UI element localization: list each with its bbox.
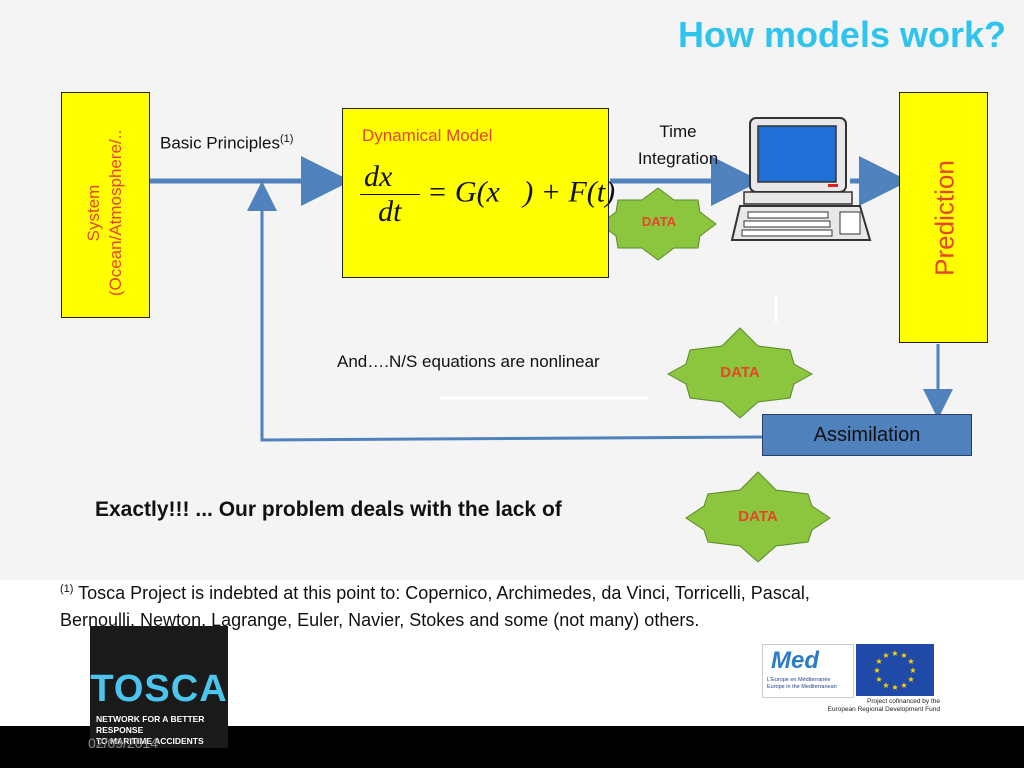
svg-text:★: ★ [875,657,882,666]
basic-principles-text: Basic Principles [160,133,280,153]
eu-caption-line1: Project cofinanced by the [867,698,940,705]
tosca-logo: TOSCA NETWORK FOR A BETTER RESPONSE TO M… [90,626,228,748]
system-box: System (Ocean/Atmosphere/.. [61,92,150,318]
system-label: System (Ocean/Atmosphere/.. [83,100,127,326]
med-logo-subtitle: L'Europe en Méditerranée Europe in the M… [767,677,837,691]
eu-flag: ★★★ ★★★ ★★★ ★★★ [856,644,934,696]
assimilation-box: Assimilation [762,414,972,456]
equation-fraction: dx⃗ dt [360,160,420,229]
equation-rhs: = G(x⃗) + F(t) [427,175,616,209]
svg-text:★: ★ [882,681,889,690]
system-title: System [84,184,103,242]
dynamical-model-box [342,108,609,278]
tosca-logo-subtitle: NETWORK FOR A BETTER RESPONSE TO MARITIM… [96,714,226,747]
nonlinear-label: And….N/S equations are nonlinear [337,352,600,371]
tosca-logo-word: TOSCA [90,668,228,710]
system-subtitle: (Ocean/Atmosphere/.. [106,129,125,297]
tosca-sub-line1: NETWORK FOR A BETTER RESPONSE [96,714,205,735]
svg-text:★: ★ [907,657,914,666]
svg-text:★: ★ [891,683,898,692]
diagram-panel [0,0,1024,580]
prediction-label: Prediction [929,160,960,276]
eu-caption: Project cofinanced by the European Regio… [810,698,940,714]
svg-text:★: ★ [900,681,907,690]
time-integration-line1: Time [659,122,697,141]
prediction-box: Prediction [899,92,988,343]
med-sub-line2: Europe in the Mediterranean [767,684,837,690]
time-integration-line2: Integration [637,149,719,168]
data-label-2: DATA [720,364,760,381]
svg-text:★: ★ [882,651,889,660]
equation-denominator: dt [378,195,402,228]
slide-title: How models work? [677,14,1006,55]
svg-text:★: ★ [909,666,916,675]
time-integration-label: Time Integration [626,118,730,172]
model-equation: dx⃗ dt = G(x⃗) + F(t) [360,160,615,229]
med-sub-line1: L'Europe en Méditerranée [767,677,831,683]
equation-numerator: dx⃗ [360,160,420,195]
computer-icon [730,117,872,241]
footnote-line2: Bernoulli, Newton, Lagrange, Euler, Navi… [60,610,700,630]
footnote-ref: (1) [60,583,74,595]
connector-layer [150,117,953,563]
data-star-2 [666,327,814,419]
tosca-sub-line2: TO MARITIME ACCIDENTS [96,736,204,746]
data-star-1 [599,187,717,261]
svg-text:★: ★ [875,675,882,684]
basic-principles-ref: (1) [280,133,294,145]
footnote-line1: Tosca Project is indebted at this point … [73,583,810,603]
med-logo: Med L'Europe en Méditerranée Europe in t… [762,644,854,698]
svg-text:★: ★ [891,649,898,658]
dynamical-model-title: Dynamical Model [362,126,493,145]
data-label-1: DATA [641,214,677,229]
feedback-line [247,181,763,442]
eu-caption-line2: European Regional Development Fund [827,706,940,713]
svg-text:★: ★ [907,675,914,684]
data-star-3 [685,471,831,563]
svg-text:★: ★ [873,666,880,675]
svg-text:★: ★ [900,651,907,660]
exactly-statement: Exactly!!! ... Our problem deals with th… [95,498,562,521]
eu-stars-icon: ★★★ ★★★ ★★★ ★★★ [873,649,916,692]
basic-principles-label: Basic Principles(1) [160,133,293,154]
med-logo-word: Med [771,647,819,674]
footnote: (1) Tosca Project is indebted at this po… [60,576,960,634]
data-label-3: DATA [738,508,778,525]
slide-date: 02/09/2014 [88,735,159,751]
